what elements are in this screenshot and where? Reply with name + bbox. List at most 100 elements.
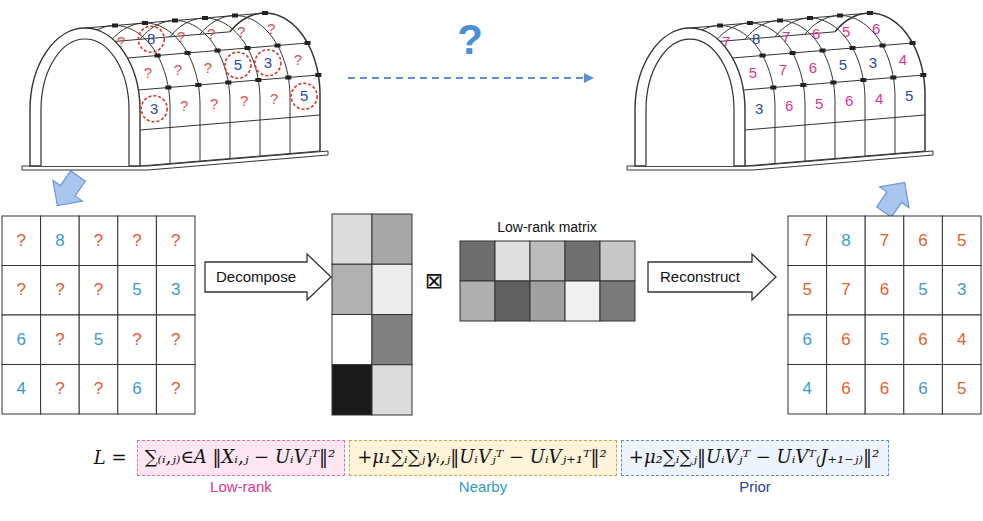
segment-joint (140, 115, 320, 130)
tunnel-value: 6 (872, 21, 880, 38)
matrix-value: ? (17, 281, 26, 300)
matrix-cell (118, 365, 157, 415)
bolt (717, 24, 723, 28)
loss-term: +μ₁∑ᵢ∑ⱼγᵢ,ⱼ‖UᵢVⱼᵀ − UᵢVⱼ₊₁ᵀ‖²Nearby (349, 440, 617, 476)
matrix-cell (156, 216, 195, 266)
tunnel-value: ? (174, 62, 182, 79)
lining-ring (745, 21, 835, 159)
matrix-value: 4 (803, 380, 812, 399)
highlight-circle (138, 26, 164, 52)
bolt (807, 16, 813, 20)
matrix-cell (865, 315, 904, 365)
matrix-caption: Low-rank matrix (497, 220, 597, 235)
factor-cell (530, 281, 565, 321)
loss-term: +μ₂∑ᵢ∑ⱼ‖UᵢVⱼᵀ − UᵢVᵀ₍J₊₁₋ⱼ₎‖²Prior (621, 440, 889, 476)
bolt (890, 76, 896, 80)
matrix-value: 6 (880, 281, 889, 300)
bolt (777, 19, 783, 23)
factor-cell (460, 241, 495, 281)
bolt (880, 44, 886, 48)
step-label: Reconstruct (648, 254, 752, 300)
tunnel-value: 7 (779, 62, 787, 79)
tunnel-value: 4 (875, 91, 883, 108)
bolt (215, 49, 221, 53)
tunnel-value: ? (270, 91, 278, 108)
matrix-value: 5 (880, 330, 889, 349)
matrix-value: ? (55, 330, 64, 349)
bolt (195, 83, 201, 87)
tunnel-value: 5 (905, 88, 913, 105)
factor-cell (332, 214, 372, 264)
lining-ring (200, 16, 290, 154)
matrix-cell (788, 266, 827, 316)
tunnel-value: 8 (147, 31, 155, 48)
bolt (760, 54, 766, 58)
matrix-value: 3 (957, 281, 966, 300)
matrix-value: 4 (17, 380, 26, 399)
matrix-value: 6 (803, 330, 812, 349)
block-arrow (869, 172, 919, 222)
bolt (112, 24, 118, 28)
tunnel-drawing (627, 11, 933, 170)
factor-cell (460, 281, 495, 321)
matrix-cell (2, 216, 41, 266)
matrix-value: 6 (841, 380, 850, 399)
matrix-value: 6 (880, 380, 889, 399)
bolt (232, 14, 238, 18)
factor-cell (495, 241, 530, 281)
bolt (285, 76, 291, 80)
bolt (172, 19, 178, 23)
factor-cell (372, 214, 412, 264)
bolt (262, 11, 268, 15)
bolt (860, 78, 866, 82)
term-caption: Low-rank (210, 478, 272, 495)
tunnel-value: 5 (815, 96, 823, 113)
matrix-cell (79, 365, 118, 415)
matrix-cell (79, 216, 118, 266)
highlight-circle (255, 50, 281, 76)
tunnel-value: 3 (150, 101, 158, 118)
matrix-cell (942, 315, 981, 365)
bolt (155, 54, 161, 58)
loss-term: ∑₍ᵢ,ⱼ₎∈A ‖Xᵢ,ⱼ − UᵢVⱼᵀ‖²Low-rank (137, 440, 346, 476)
matrix-cell (41, 266, 80, 316)
lining-ring (140, 21, 230, 159)
segment-joint (745, 115, 925, 130)
bolt (850, 46, 856, 50)
matrix-cell (942, 216, 981, 266)
matrix-cell (788, 315, 827, 365)
matrix-cell (156, 266, 195, 316)
matrix-value: 5 (918, 281, 927, 300)
matrix-value: ? (94, 281, 103, 300)
matrix-cell (865, 365, 904, 415)
segment-joint (745, 151, 925, 166)
step-arrow: Reconstruct (648, 254, 776, 300)
matrix-value: 3 (171, 281, 180, 300)
matrix-value: ? (132, 231, 141, 250)
matrix-value: 5 (132, 281, 141, 300)
tunnel-value: ? (294, 52, 302, 69)
tunnel-value: ? (210, 96, 218, 113)
tunnel-value: 7 (782, 29, 790, 46)
matrix-cell (865, 266, 904, 316)
factor-cell (332, 365, 372, 415)
matrix-cell (942, 365, 981, 415)
formula-term: ∑₍ᵢ,ⱼ₎∈A ‖Xᵢ,ⱼ − UᵢVⱼᵀ‖² (145, 446, 336, 467)
matrix-cell (865, 216, 904, 266)
tunnel-value: ? (177, 29, 185, 46)
tunnel-value: 5 (234, 57, 242, 74)
matrix-cell (904, 216, 943, 266)
matrix-value: 5 (957, 380, 966, 399)
term-caption: Prior (739, 478, 771, 495)
lining-ring (170, 18, 260, 156)
matrix-value: ? (171, 330, 180, 349)
tunnel-value: ? (240, 93, 248, 110)
block-arrow (43, 166, 93, 216)
matrix-cell (827, 266, 866, 316)
factor-cell (372, 315, 412, 365)
tunnel-value: ? (204, 60, 212, 77)
tunnel-value: ? (180, 98, 188, 115)
lining-ring (775, 18, 865, 156)
matrix-value: 5 (957, 231, 966, 250)
segment-joint (138, 75, 318, 90)
